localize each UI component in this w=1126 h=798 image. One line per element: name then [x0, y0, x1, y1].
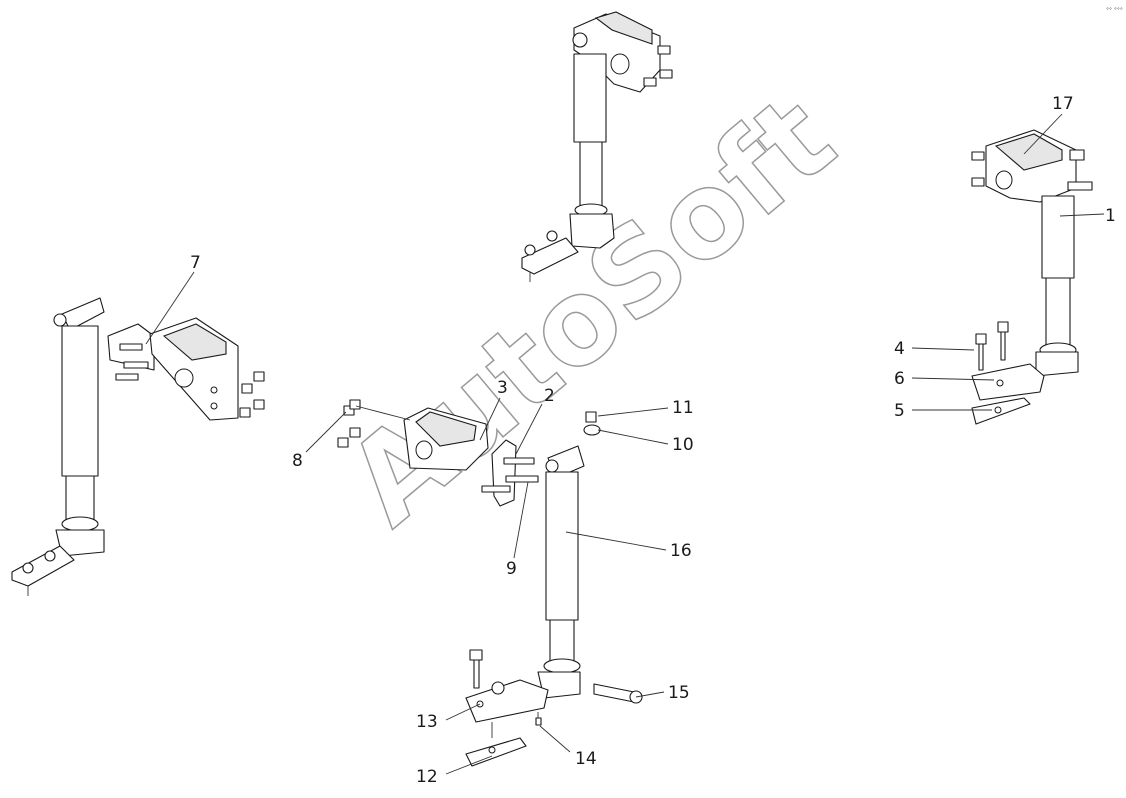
callout-5: 5 — [894, 401, 905, 421]
callout-13: 13 — [416, 712, 438, 732]
shock-absorber-right-assembly — [971, 129, 1093, 425]
callout-8: 8 — [292, 451, 303, 471]
callout-4: 4 — [894, 339, 905, 359]
callout-11: 11 — [672, 398, 694, 418]
callout-14: 14 — [575, 749, 597, 769]
callout-6: 6 — [894, 369, 905, 389]
callout-labels: 1 2 3 4 5 6 7 8 9 10 11 12 13 14 15 16 1… — [190, 94, 1116, 787]
callout-3: 3 — [497, 378, 508, 398]
callout-7: 7 — [190, 253, 201, 273]
callout-10: 10 — [672, 435, 694, 455]
callout-1: 1 — [1105, 206, 1116, 226]
shock-absorber-top-assembly — [521, 11, 673, 282]
callout-15: 15 — [668, 683, 690, 703]
shock-absorber-center-assembly — [337, 399, 643, 767]
callout-2: 2 — [544, 386, 555, 406]
callout-12: 12 — [416, 767, 438, 787]
leader-lines — [145, 113, 1105, 775]
shock-absorber-left-assembly — [11, 297, 265, 596]
callout-16: 16 — [670, 541, 692, 561]
corner-mark: °° °°° — [1106, 7, 1123, 14]
callout-17: 17 — [1052, 94, 1074, 114]
callout-9: 9 — [506, 559, 517, 579]
